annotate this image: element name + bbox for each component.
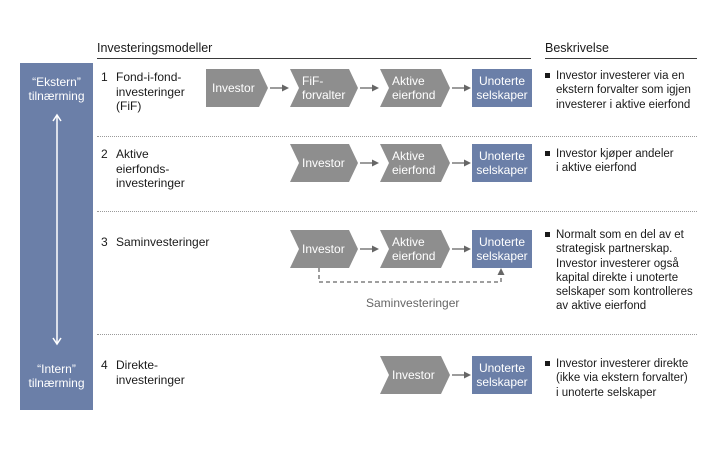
row-label: Saminvesteringer [116, 235, 210, 249]
arrow-right-icon [452, 245, 471, 253]
co-investment-dashed-arrow [318, 268, 505, 283]
arrow-right-icon [360, 84, 379, 92]
models-header: Investeringsmodeller [97, 41, 213, 55]
arrow-right-icon [452, 84, 471, 92]
models-header-rule [97, 58, 531, 59]
row-label: Direkte-investeringer [116, 358, 185, 387]
row-number: 4 [101, 358, 108, 372]
investor-step: Investor [290, 230, 358, 268]
fif-manager-step: FiF-forvalter [290, 69, 358, 107]
arrow-right-icon [360, 159, 379, 167]
bullet-icon [545, 73, 550, 78]
row-label: Fond-i-fond-investeringer(FiF) [116, 70, 185, 113]
row-number: 3 [101, 235, 108, 249]
description-header: Beskrivelse [545, 41, 609, 55]
investor-step: Investor [380, 356, 450, 394]
internal-approach-label: “Intern”tilnærming [28, 362, 85, 390]
row-divider [97, 334, 697, 335]
bullet-icon [545, 232, 550, 237]
description-header-rule [545, 58, 697, 59]
arrow-right-icon [452, 159, 471, 167]
row-divider [97, 211, 697, 212]
row-number: 1 [101, 70, 108, 84]
step-text: FiF-forvalter [302, 74, 346, 102]
bullet-icon [545, 151, 550, 156]
double-arrow-icon [52, 113, 62, 346]
row-description: Investor investerer direkte(ikke via eks… [545, 357, 719, 400]
bullet-icon [545, 361, 550, 366]
external-approach-label: “Ekstern”tilnærming [28, 75, 85, 103]
investor-step: Investor [206, 69, 268, 107]
arrow-right-icon [360, 245, 379, 253]
co-investment-caption: Saminvesteringer [366, 296, 460, 310]
row-divider [97, 136, 697, 137]
arrow-right-icon [452, 371, 471, 379]
row-number: 2 [101, 147, 108, 161]
investor-step: Investor [290, 144, 358, 182]
arrow-right-icon [270, 84, 289, 92]
